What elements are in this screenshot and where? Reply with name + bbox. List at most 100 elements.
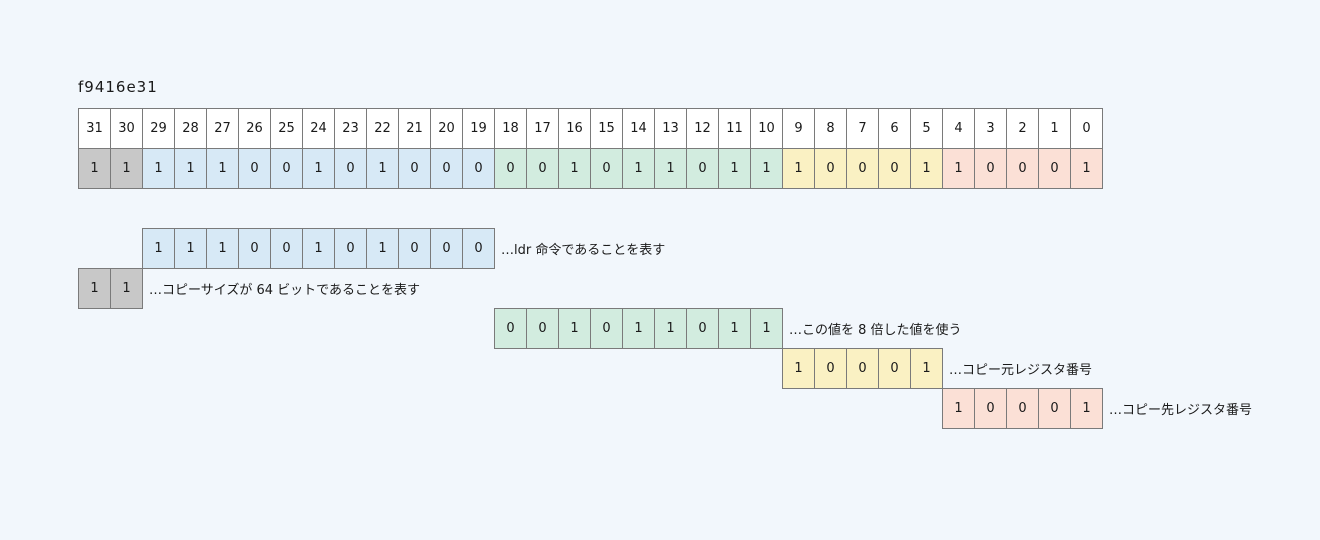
bit-value-cell: 0 (495, 147, 527, 189)
bit-number-cell: 16 (559, 107, 591, 149)
bit-number-cell: 0 (1071, 107, 1103, 149)
bit-value-cell: 1 (367, 147, 399, 189)
bit-value-cell: 1 (751, 147, 783, 189)
dest-bit-cell: 0 (1007, 387, 1039, 429)
bit-value-cell: 0 (1007, 147, 1039, 189)
offset-bit-cell: 0 (527, 307, 559, 349)
source-bit-cell: 0 (879, 347, 911, 389)
bit-value-cell: 0 (463, 147, 495, 189)
opcode-bit-cell: 1 (142, 227, 175, 269)
bit-number-cell: 8 (815, 107, 847, 149)
bit-number-cell: 9 (783, 107, 815, 149)
bit-number-cell: 12 (687, 107, 719, 149)
bit-value-cell: 0 (879, 147, 911, 189)
dest-register-field-description: …コピー先レジスタ番号 (1109, 402, 1253, 418)
bit-value-cell: 1 (911, 147, 943, 189)
bit-value-cell: 0 (431, 147, 463, 189)
opcode-bit-cell: 1 (175, 227, 207, 269)
bit-number-cell: 29 (143, 107, 175, 149)
offset-bit-cell: 1 (655, 307, 687, 349)
bit-value-cell: 1 (143, 147, 175, 189)
opcode-bit-cell: 1 (207, 227, 239, 269)
source-bit-cell: 1 (911, 347, 943, 389)
bit-number-cell: 17 (527, 107, 559, 149)
bit-value-cell: 0 (335, 147, 367, 189)
dest-bit-cell: 1 (942, 387, 975, 429)
opcode-bit-cell: 0 (239, 227, 271, 269)
opcode-bit-cell: 0 (271, 227, 303, 269)
opcode-bit-cell: 0 (431, 227, 463, 269)
offset-bit-cell: 1 (719, 307, 751, 349)
opcode-bit-cell: 0 (399, 227, 431, 269)
size-bit-cell: 1 (111, 267, 143, 309)
bit-value-cell: 1 (1071, 147, 1103, 189)
size-field-description: …コピーサイズが 64 ビットであることを表す (149, 282, 421, 298)
bit-value-cell: 0 (271, 147, 303, 189)
bit-number-cell: 25 (271, 107, 303, 149)
bit-value-cell: 0 (239, 147, 271, 189)
opcode-field-description: …ldr 命令であることを表す (501, 242, 666, 258)
bit-value-cell: 1 (303, 147, 335, 189)
bit-number-cell: 28 (175, 107, 207, 149)
dest-bit-cell: 1 (1071, 387, 1103, 429)
bit-number-cell: 2 (1007, 107, 1039, 149)
offset-bit-cell: 1 (623, 307, 655, 349)
offset-bit-cell: 1 (751, 307, 783, 349)
opcode-bit-cell: 0 (335, 227, 367, 269)
size-bit-cell: 1 (78, 267, 111, 309)
bit-number-cell: 1 (1039, 107, 1071, 149)
offset-bit-cell: 0 (687, 307, 719, 349)
offset-field-description: …この値を 8 倍した値を使う (789, 322, 962, 338)
bit-value-cell: 0 (975, 147, 1007, 189)
source-bit-cell: 0 (847, 347, 879, 389)
bit-value-cell: 0 (687, 147, 719, 189)
bit-number-cell: 26 (239, 107, 271, 149)
bit-number-cell: 7 (847, 107, 879, 149)
bit-number-cell: 5 (911, 107, 943, 149)
bit-value-cell: 1 (559, 147, 591, 189)
bit-number-cell: 10 (751, 107, 783, 149)
bit-value-cell: 0 (815, 147, 847, 189)
bit-number-cell: 19 (463, 107, 495, 149)
bit-value-cell: 1 (655, 147, 687, 189)
bit-number-cell: 24 (303, 107, 335, 149)
bit-number-cell: 15 (591, 107, 623, 149)
bit-value-cell: 0 (399, 147, 431, 189)
bit-number-cell: 20 (431, 107, 463, 149)
offset-bit-cell: 1 (559, 307, 591, 349)
bit-number-cell: 3 (975, 107, 1007, 149)
bit-number-cell: 30 (111, 107, 143, 149)
source-register-field-description: …コピー元レジスタ番号 (949, 362, 1093, 378)
bit-value-cell: 1 (719, 147, 751, 189)
bit-number-cell: 23 (335, 107, 367, 149)
bit-value-cell: 1 (111, 147, 143, 189)
instruction-hex-label: f9416e31 (78, 78, 158, 96)
bit-value-cell: 1 (175, 147, 207, 189)
opcode-bit-cell: 0 (463, 227, 495, 269)
bit-number-cell: 4 (943, 107, 975, 149)
bit-number-cell: 31 (78, 107, 111, 149)
bit-number-cell: 21 (399, 107, 431, 149)
opcode-bit-cell: 1 (367, 227, 399, 269)
bit-number-cell: 13 (655, 107, 687, 149)
bit-value-cell: 1 (78, 147, 111, 189)
bit-number-cell: 6 (879, 107, 911, 149)
offset-bit-cell: 0 (494, 307, 527, 349)
dest-bit-cell: 0 (1039, 387, 1071, 429)
bit-value-cell: 1 (943, 147, 975, 189)
source-bit-cell: 1 (782, 347, 815, 389)
opcode-bit-cell: 1 (303, 227, 335, 269)
bit-value-cell: 1 (207, 147, 239, 189)
